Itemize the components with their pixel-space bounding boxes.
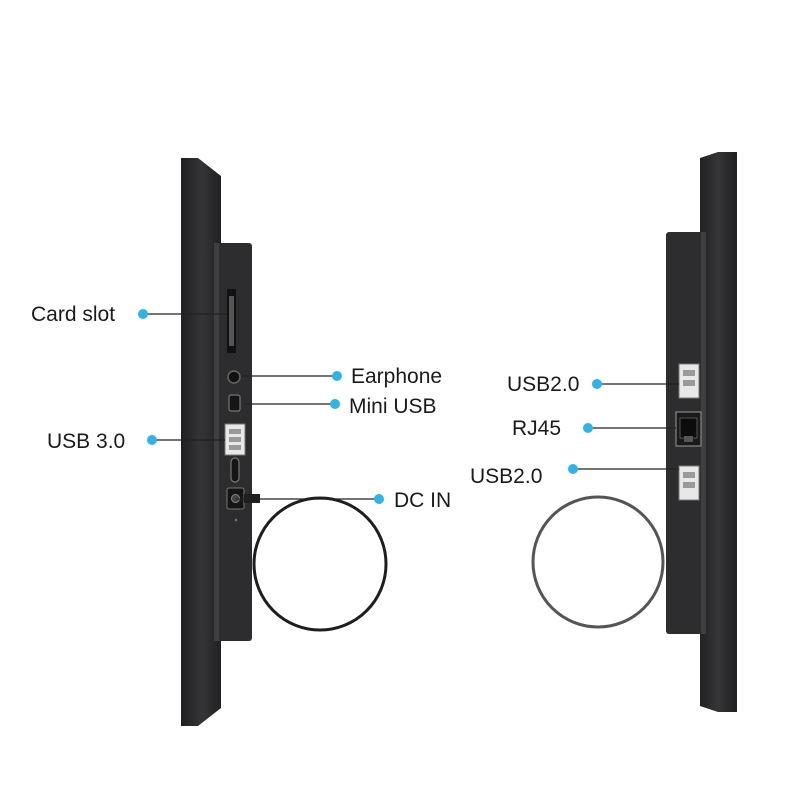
left-panel-body — [181, 158, 221, 726]
label-usb30: USB 3.0 — [47, 430, 126, 453]
left-device — [181, 158, 388, 726]
callout-dot-usb20-top — [592, 379, 602, 389]
right-power-cable — [531, 495, 665, 629]
callout-dot-rj45 — [583, 423, 593, 433]
callout-dot-card-slot — [138, 309, 148, 319]
callout-dot-earphone — [332, 371, 342, 381]
label-earphone: Earphone — [351, 365, 443, 388]
leader-lines — [145, 313, 679, 500]
right-device — [531, 152, 737, 712]
callout-dot-usb20-bottom — [568, 464, 578, 474]
right-panel-body — [700, 152, 737, 712]
callout-dot-dc-in — [374, 494, 384, 504]
label-usb20-top: USB2.0 — [507, 373, 580, 396]
earphone-jack — [227, 370, 241, 384]
callout-dot-mini-usb — [330, 399, 340, 409]
label-dc-in: DC IN — [394, 489, 452, 512]
label-rj45: RJ45 — [512, 417, 562, 440]
usb-c-port — [230, 457, 240, 483]
callout-dot-usb30 — [147, 435, 157, 445]
label-usb20-bottom: USB2.0 — [470, 465, 543, 488]
label-mini-usb: Mini USB — [349, 395, 437, 418]
label-card-slot: Card slot — [31, 303, 116, 326]
left-power-cable — [252, 496, 388, 632]
callout-dots — [138, 309, 602, 504]
mini-usb-port — [228, 394, 241, 412]
